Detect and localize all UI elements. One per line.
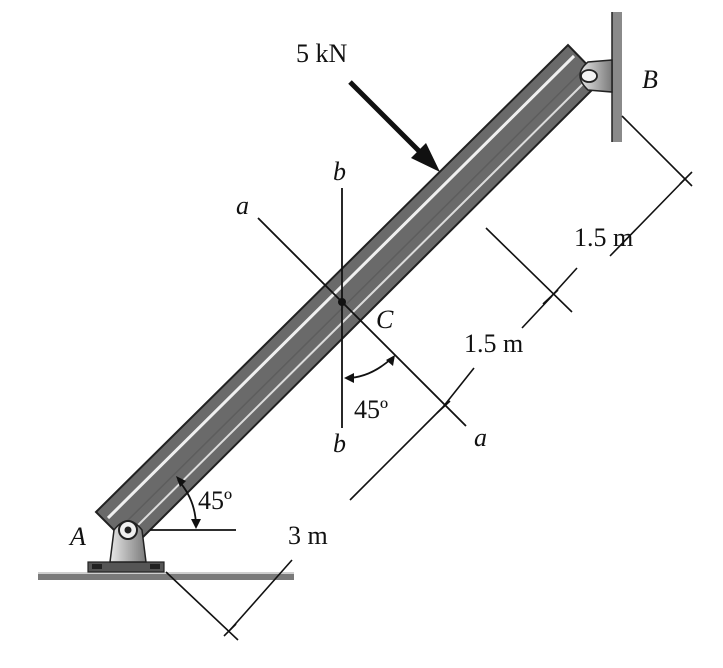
wall-b [611,12,622,142]
angle-arc-a [176,476,201,529]
section-line-a [257,217,467,427]
angle-arc-c [344,355,395,383]
point-b-label: B [642,65,658,94]
dimension-lines [165,115,693,641]
beam [94,43,604,550]
pin-support-a [87,520,165,573]
pin-support-b [579,59,613,93]
dim-upper-label: 1.5 m [574,223,633,252]
angle-c-label: 45º [354,395,388,424]
section-b-top-label: b [333,157,346,186]
ground-a [38,572,294,580]
section-b-bottom-label: b [333,429,346,458]
dim-middle-label: 1.5 m [464,329,523,358]
dim-lower-label: 3 m [288,521,328,550]
angle-a-label: 45º [198,486,232,515]
load-arrow [348,80,440,172]
pin-b-icon [580,69,598,83]
load-label: 5 kN [296,39,348,68]
point-c-dot [338,298,346,306]
point-c-label: C [376,305,394,334]
point-a-label: A [68,522,86,551]
section-a-top-label: a [236,191,249,220]
section-a-bottom-label: a [474,423,487,452]
